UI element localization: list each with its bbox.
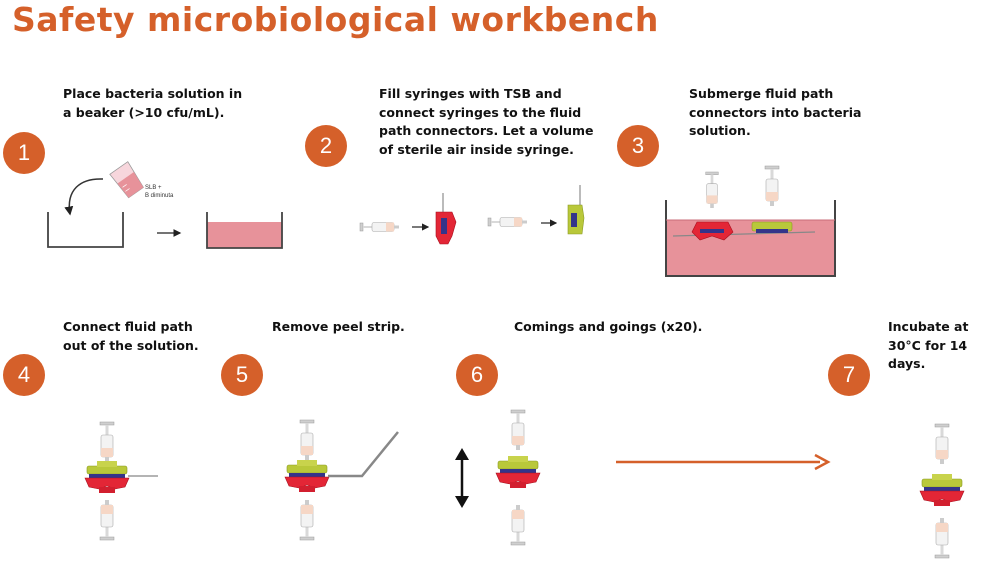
page-title: Safety microbiological workbench (12, 0, 659, 39)
assembly-step-4 (84, 421, 158, 541)
step-2-number: 2 (305, 125, 347, 167)
step-3-number: 3 (617, 125, 659, 167)
step-1-text: Place bacteria solution in a beaker (>10… (63, 86, 243, 120)
step-5-text: Remove peel strip. (272, 319, 405, 334)
double-arrow (455, 448, 469, 508)
empty-beaker (47, 212, 124, 248)
step-1-number: 1 (3, 132, 45, 174)
assembly-step-5 (284, 419, 399, 541)
assembly-step-7 (919, 423, 965, 559)
step-6-text: Comings and goings (x20). (514, 319, 703, 334)
curved-arrow (64, 178, 104, 216)
step-3-text: Submerge fluid path connectors into bact… (689, 86, 862, 138)
tank (665, 165, 836, 277)
step-4-number: 4 (3, 354, 45, 396)
assembly-step-6 (495, 409, 541, 546)
step-6-number: 6 (456, 354, 498, 396)
step-2-text: Fill syringes with TSB and connect syrin… (379, 86, 594, 157)
pouring-beaker: SLB + B diminuta (109, 161, 174, 199)
step-7-text: Incubate at 30°C for 14 days. (888, 319, 969, 371)
step-5-number: 5 (221, 354, 263, 396)
filled-beaker (206, 212, 283, 249)
syringe-green-connector (487, 185, 585, 235)
syringe-red-connector (359, 193, 457, 245)
long-arrow (616, 453, 831, 471)
beaker-label-line-2: B diminuta (145, 193, 174, 199)
step-7-number: 7 (828, 354, 870, 396)
beaker-label-line-1: SLB + (145, 185, 162, 191)
step-4-text: Connect fluid path out of the solution. (63, 319, 199, 353)
